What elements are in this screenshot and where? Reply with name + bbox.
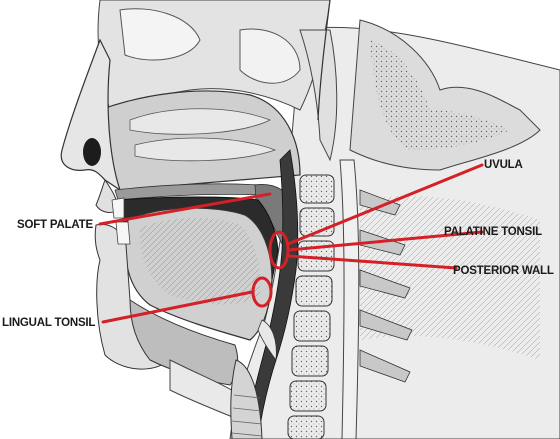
label-lingual-tonsil: LINGUAL TONSIL [2, 317, 95, 329]
incisor-upper [112, 198, 124, 218]
label-soft-palate: SOFT PALATE [17, 219, 93, 231]
incisor-lower [116, 222, 130, 244]
label-uvula: UVULA [484, 159, 523, 171]
illustration [61, 0, 560, 439]
label-palatine-tonsil: PALATINE TONSIL [444, 226, 542, 238]
neck-muscle-texture [360, 196, 540, 360]
label-posterior-wall: POSTERIOR WALL [453, 265, 554, 277]
nostril [83, 138, 101, 166]
